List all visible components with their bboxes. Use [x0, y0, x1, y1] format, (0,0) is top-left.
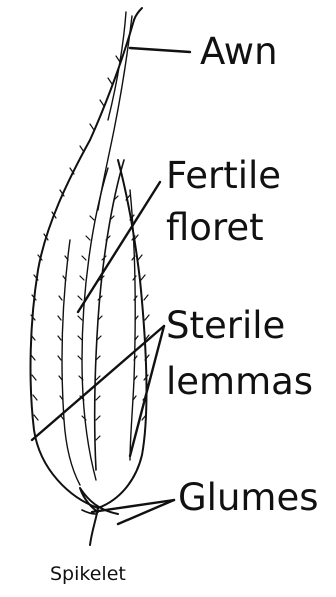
spikelet-outline [31, 20, 134, 508]
glumes-label: Glumes [178, 478, 318, 518]
fertile-floret-label-line2: floret [166, 208, 264, 248]
glumes [80, 488, 118, 545]
sterile-lemmas-leader-left [32, 326, 164, 440]
spikelet-outline-right [98, 160, 146, 508]
awn [134, 8, 142, 20]
sterile-lemmas-label-line2: lemmas [166, 362, 313, 402]
sterile-lemmas-label-line1: Sterile [166, 306, 285, 346]
fertile-floret-label-line1: Fertile [166, 156, 281, 196]
diagram-caption: Spikelet [50, 563, 126, 585]
awn-label: Awn [200, 32, 278, 72]
awn-leader [130, 48, 190, 52]
